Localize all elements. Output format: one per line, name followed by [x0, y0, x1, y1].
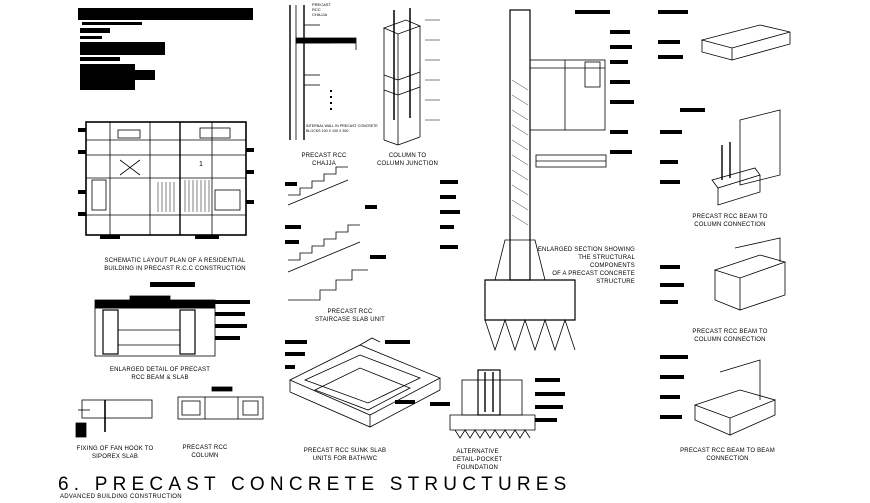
beam-column-drawing-2 [660, 108, 781, 206]
beam-slab-caption: ENLARGED DETAIL OF PRECAST RCC BEAM & SL… [109, 367, 211, 381]
column-caption: PRECAST RCC COLUMN [182, 445, 228, 459]
chajja-caption: PRECAST RCC CHAJJA [301, 153, 347, 167]
chajja-drawing [289, 5, 357, 140]
beam-column-caption-2: PRECAST RCC BEAM TO COLUMN CONNECTION [692, 329, 768, 343]
svg-text:1: 1 [199, 161, 203, 168]
chajja-tag: PRECAST RCC CHAJJA [312, 2, 331, 17]
staircase-drawing [285, 166, 386, 301]
beam-column-drawing-3 [660, 237, 787, 311]
column-drawing [177, 386, 264, 420]
fan-hook-drawing [75, 399, 153, 438]
enlarged-section-caption: ENLARGED SECTION SHOWING THE STRUCTURAL … [537, 247, 635, 285]
beam-column-caption-1: PRECAST RCC BEAM TO COLUMN CONNECTION [692, 214, 768, 228]
beam-beam-caption: PRECAST RCC BEAM TO BEAM CONNECTION [680, 448, 775, 462]
sheet-subtitle: ADVANCED BUILDING CONSTRUCTION [60, 494, 182, 500]
fan-hook-caption: FIXING OF FAN HOOK TO SIPOREX SLAB [76, 446, 154, 460]
staircase-caption: PRECAST RCC STAIRCASE SLAB UNIT [314, 309, 386, 323]
enlarged-section-drawing [440, 9, 634, 352]
beam-column-drawing-1 [658, 10, 791, 61]
sunk-slab-drawing [285, 337, 441, 428]
column-junction-drawing [382, 8, 440, 146]
layout-plan-drawing: 1 [78, 121, 254, 239]
pocket-foundation-drawing [430, 369, 565, 439]
column-junction-caption: COLUMN TO COLUMN JUNCTION [377, 153, 438, 167]
pocket-foundation-caption: ALTERNATIVE DETAIL-POCKET FOUNDATION [452, 449, 503, 471]
sunk-slab-caption: PRECAST RCC SUNK SLAB UNITS FOR BATH/WC [303, 448, 387, 462]
layout-plan-caption: SCHEMATIC LAYOUT PLAN OF A RESIDENTIAL B… [104, 258, 246, 272]
column-blocks-tag: INTERNAL WALL IN PRECAST CONCRETE BLOCKS… [306, 124, 378, 133]
sheet-title: 6. PRECAST CONCRETE STRUCTURES [58, 474, 572, 495]
notes-block [78, 8, 253, 90]
beam-slab-drawing [94, 282, 250, 357]
beam-beam-drawing [660, 355, 777, 436]
